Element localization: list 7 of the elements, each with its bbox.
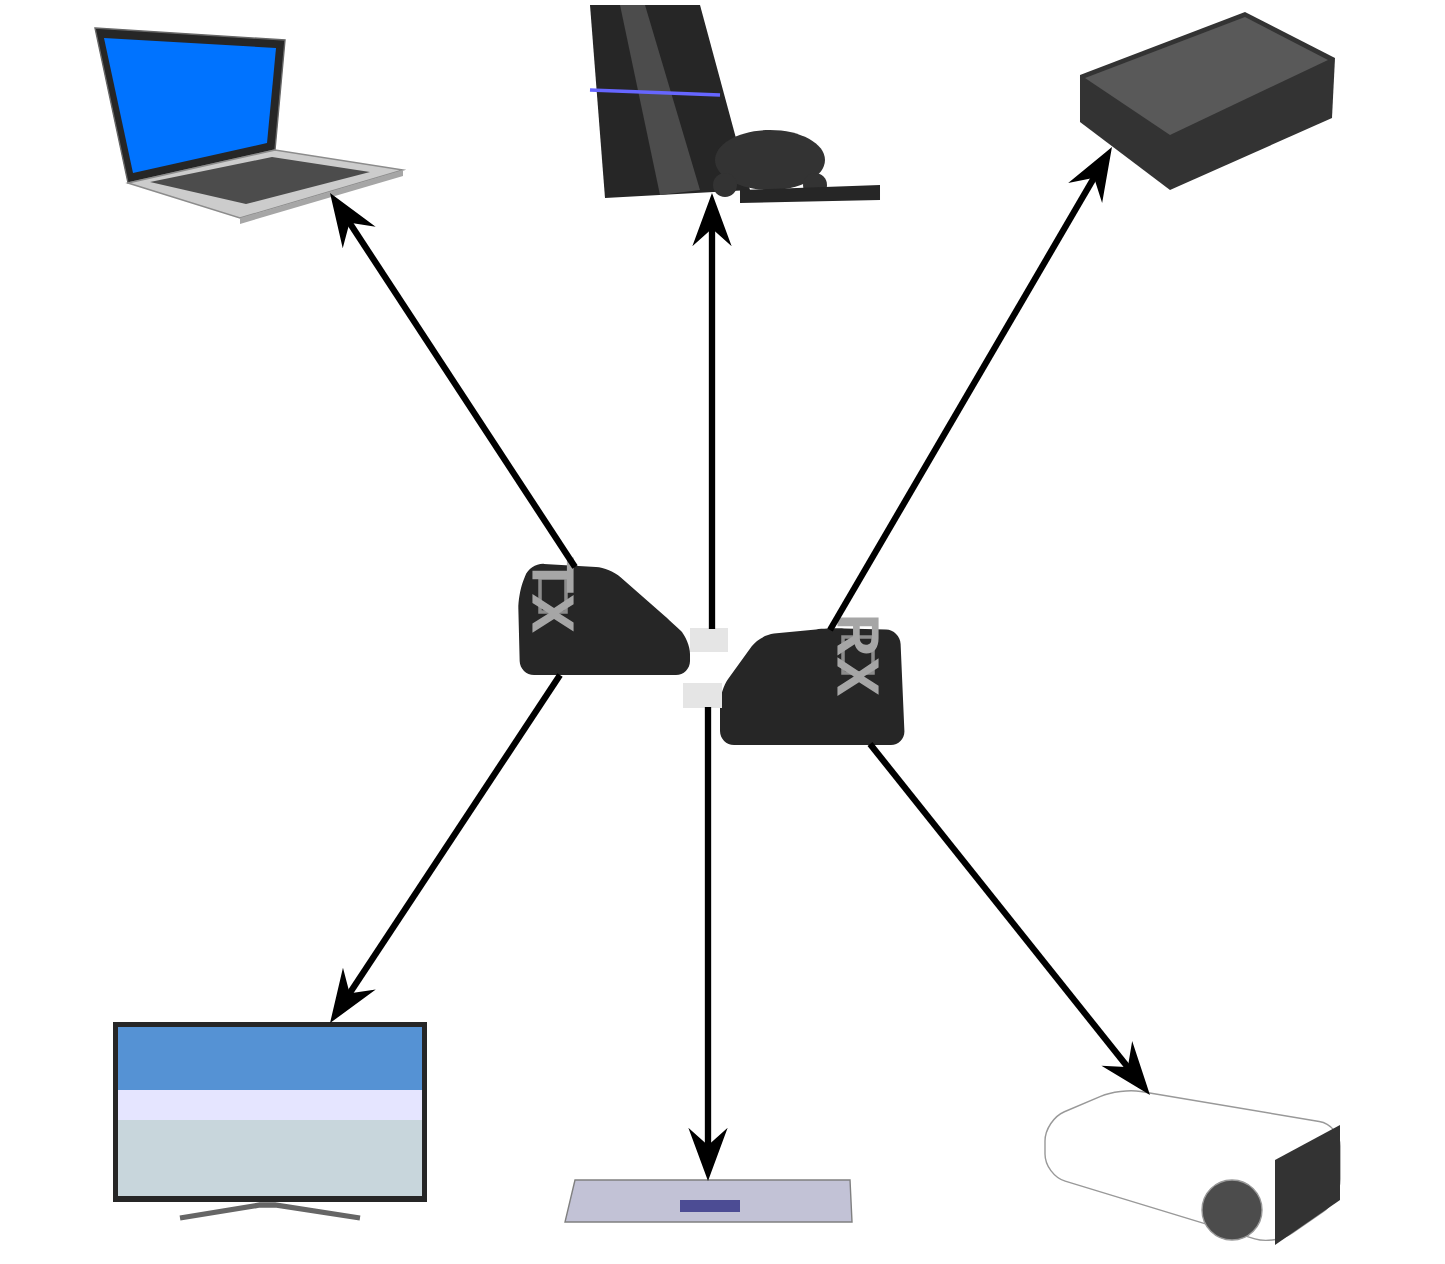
dvd-player-drawing bbox=[564, 1179, 853, 1223]
game-console-drawing bbox=[589, 5, 880, 203]
set-top-box-drawing bbox=[1080, 12, 1335, 190]
television-drawing bbox=[113, 1022, 427, 1221]
laptop-drawing bbox=[94, 27, 407, 224]
projector-drawing bbox=[1044, 1090, 1341, 1245]
adapter-label: TX bbox=[532, 557, 574, 633]
